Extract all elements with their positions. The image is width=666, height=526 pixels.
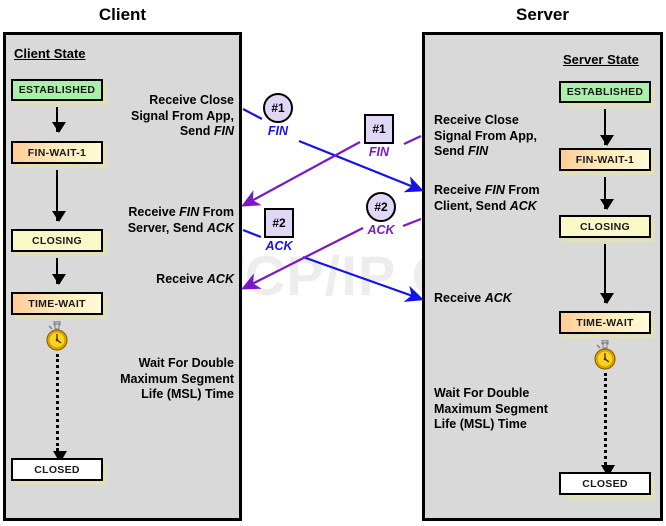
client-event-msl-wait-line2: Maximum Segment [120,371,234,386]
server-state-established: ESTABLISHED [559,81,651,103]
server-dotted-arrow-timewait-to-closed [600,373,615,477]
server-state-fin-wait-1: FIN-WAIT-1 [559,148,651,171]
client-event-receive-ack-pre: Receive [156,272,207,286]
badge-server-ack-number: #2 [366,192,396,222]
server-panel [422,32,663,521]
badge-client-fin-segment: FIN [267,124,289,138]
server-state-closed: CLOSED [559,472,651,495]
server-state-label: Server State [563,52,639,67]
server-arrow-established-to-finwait1 [600,109,614,146]
server-event-send-fin-line2: Signal From App, [434,128,538,143]
server-event-send-fin-line3-pre: Send [434,144,469,158]
badge-server-ack-segment: ACK [367,223,395,237]
client-event-send-ack-segment: ACK [206,220,234,235]
server-event-msl-wait: Wait For Double Maximum Segment Life (MS… [434,386,584,433]
server-state-time-wait: TIME-WAIT [559,311,651,334]
server-event-msl-wait-line2: Maximum Segment [434,401,548,416]
client-dotted-arrow-timewait-to-closed [52,354,67,463]
client-state-closing: CLOSING [11,229,103,252]
badge-server-fin[interactable]: #1 FIN [364,114,394,159]
client-event-receive-fin-line1-pre: Receive [128,205,180,219]
badge-client-fin-number: #1 [263,93,293,123]
server-event-receive-ack-segment: ACK [484,291,512,305]
server-state-closing: CLOSING [559,215,651,238]
server-arrow-finwait1-to-closing [600,177,614,210]
client-event-send-fin: Receive Close Signal From App, Send FIN [104,93,234,140]
server-event-receive-fin-line2-pre: Client, Send [434,198,510,213]
client-event-receive-fin-line1-post: From [199,205,234,219]
server-event-receive-fin: Receive FIN From Client, Send ACK [434,183,579,214]
badge-server-fin-segment: FIN [368,145,390,159]
client-event-send-fin-segment: FIN [213,124,234,138]
badge-client-ack-number: #2 [264,208,294,238]
client-arrow-established-to-finwait1 [52,107,66,133]
badge-client-ack[interactable]: #2 ACK [264,208,294,253]
client-panel [3,32,242,521]
server-event-receive-ack-pre: Receive [434,291,485,305]
client-state-label: Client State [14,46,86,61]
client-event-send-fin-line1: Receive Close [149,93,234,107]
server-event-send-fin: Receive Close Signal From App, Send FIN [434,113,574,160]
server-event-send-ack-segment: ACK [509,198,537,213]
client-arrow-finwait1-to-closing [52,170,66,222]
client-event-receive-ack-segment: ACK [206,272,234,286]
server-event-send-fin-line1: Receive Close [434,113,519,127]
client-event-receive-ack: Receive ACK [104,272,234,288]
server-column-title: Server [516,5,569,24]
client-event-msl-wait-line1: Wait For Double [138,356,234,370]
client-event-send-fin-line3-pre: Send [179,124,214,138]
badge-server-fin-number: #1 [364,114,394,144]
client-event-msl-wait: Wait For Double Maximum Segment Life (MS… [98,356,234,403]
client-state-established: ESTABLISHED [11,79,103,101]
server-stopwatch-icon [591,339,619,375]
server-arrow-closing-to-timewait [600,244,614,304]
client-event-receive-fin-segment: FIN [179,205,200,219]
server-event-receive-fin-segment: FIN [484,183,505,197]
server-event-msl-wait-line3: Life (MSL) Time [434,417,527,431]
client-event-send-fin-line2: Signal From App, [130,108,234,123]
server-event-msl-wait-line1: Wait For Double [434,386,530,400]
client-arrow-closing-to-timewait [52,258,66,285]
client-state-fin-wait-1: FIN-WAIT-1 [11,141,103,164]
badge-client-ack-segment: ACK [265,239,293,253]
client-state-closed: CLOSED [11,458,103,481]
server-event-receive-fin-line1-pre: Receive [434,183,485,197]
client-event-msl-wait-line3: Life (MSL) Time [141,387,234,401]
client-stopwatch-icon [43,320,71,356]
badge-server-ack[interactable]: #2 ACK [366,192,396,237]
badge-client-fin[interactable]: #1 FIN [263,93,293,138]
client-column-title: Client [98,5,147,24]
client-event-receive-fin-line2-pre: Server, Send [127,220,207,235]
client-state-time-wait: TIME-WAIT [11,292,103,315]
client-event-receive-fin: Receive FIN From Server, Send ACK [98,205,234,236]
server-event-receive-ack: Receive ACK [434,291,574,307]
server-event-receive-fin-line1-post: From [504,183,540,197]
server-event-send-fin-segment: FIN [468,144,489,158]
